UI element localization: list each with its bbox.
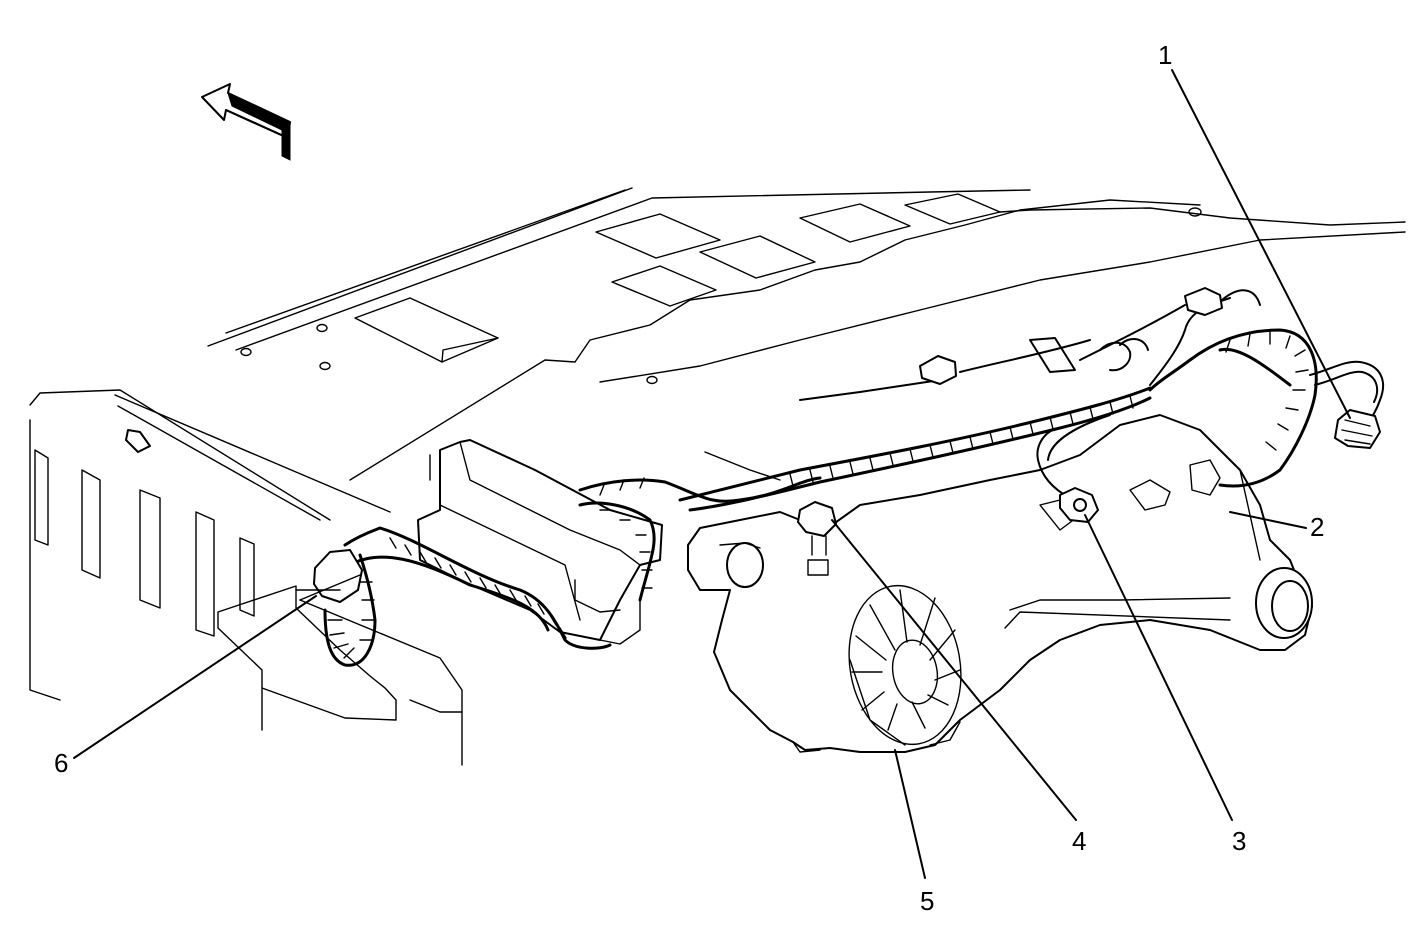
fuel-tank	[29, 389, 463, 766]
wiring-harness	[323, 287, 1385, 667]
harness-connector-left	[295, 549, 363, 603]
callout-labels: 1 2 3 4 5 6	[54, 40, 1324, 916]
crossmember	[417, 439, 663, 645]
callout-3: 3	[1232, 826, 1246, 856]
callout-2: 2	[1310, 512, 1324, 542]
callout-5: 5	[920, 886, 934, 916]
callout-6: 6	[54, 748, 68, 778]
vehicle-speed-sensor-connector	[797, 501, 837, 576]
abs-sensor	[1059, 487, 1099, 523]
callout-leaders	[73, 69, 1351, 879]
harness-connector-right	[1334, 409, 1381, 449]
rear-differential	[687, 414, 1313, 753]
callout-1: 1	[1158, 40, 1172, 70]
floor-panel	[207, 187, 1406, 481]
callout-4: 4	[1072, 826, 1086, 856]
front-direction-arrow-icon	[201, 83, 291, 161]
